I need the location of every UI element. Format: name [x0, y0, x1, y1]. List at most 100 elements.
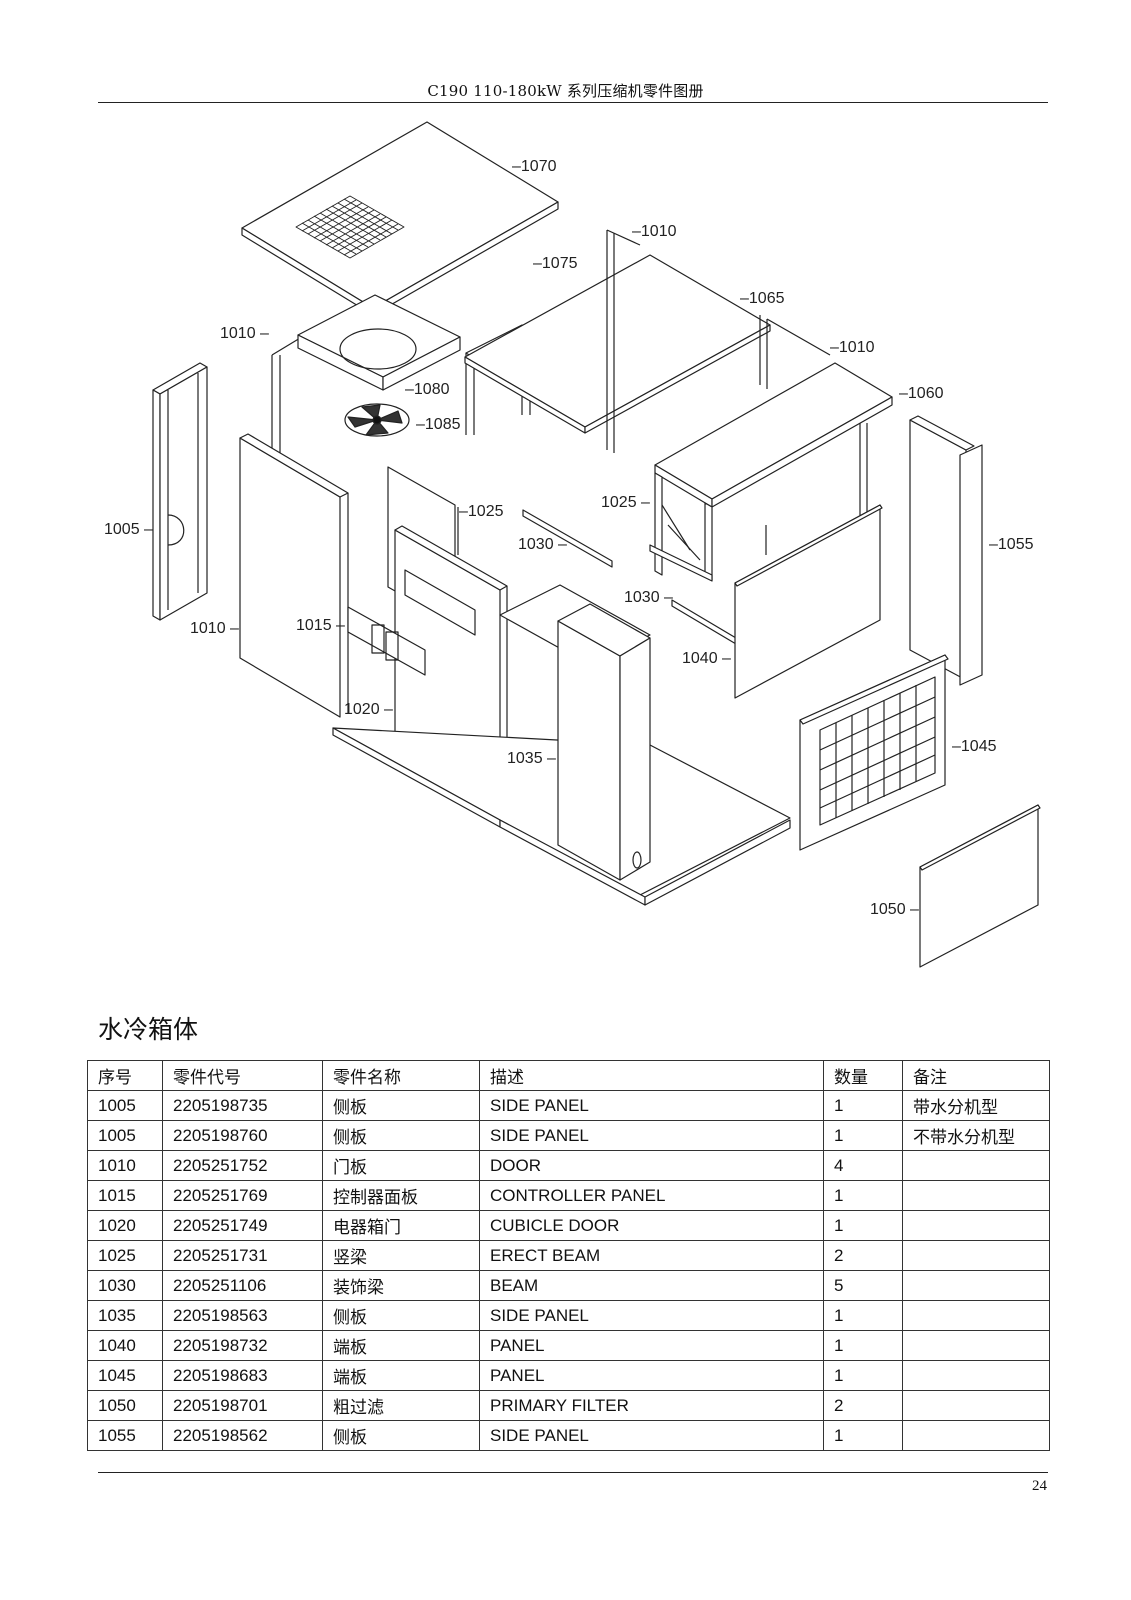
callout-1045: –1045 [952, 738, 997, 755]
left-side-panel [152, 362, 208, 621]
callout-1040: 1040 – [682, 650, 731, 667]
table-row: 1020 2205251749 电器箱门 CUBICLE DOOR 1 [87, 1210, 1050, 1241]
left-door-panel [239, 433, 349, 718]
top-cover-panel [241, 121, 559, 316]
cell-part-name: 侧板 [322, 1300, 480, 1331]
header-part-name: 零件名称 [322, 1060, 480, 1091]
cell-remarks: 带水分机型 [902, 1090, 1050, 1121]
header-remarks: 备注 [902, 1060, 1050, 1091]
callout-1035: 1035 – [507, 750, 556, 767]
rear-frame [606, 229, 868, 563]
header-seq: 序号 [87, 1060, 163, 1091]
cell-description: PANEL [479, 1360, 824, 1391]
cell-part-code: 2205198735 [162, 1090, 323, 1121]
callout-1080: –1080 [405, 381, 450, 398]
cell-remarks [902, 1210, 1050, 1241]
cell-seq: 1050 [87, 1390, 163, 1421]
callout-1025-right: 1025 – [601, 494, 650, 511]
cell-remarks [902, 1150, 1050, 1181]
cell-remarks [902, 1390, 1050, 1421]
right-side-panel [909, 415, 983, 686]
cell-remarks [902, 1270, 1050, 1301]
cell-seq: 1005 [87, 1120, 163, 1151]
document-header-title: C190 110-180kW 系列压缩机零件图册 [427, 82, 704, 100]
cell-seq: 1005 [87, 1090, 163, 1121]
table-header-row: 序号 零件代号 零件名称 描述 数量 备注 [87, 1060, 1050, 1091]
cell-quantity: 1 [823, 1300, 903, 1331]
cell-remarks [902, 1330, 1050, 1361]
cell-remarks [902, 1240, 1050, 1271]
cell-quantity: 1 [823, 1420, 903, 1451]
cell-seq: 1035 [87, 1300, 163, 1331]
cell-description: CONTROLLER PANEL [479, 1180, 824, 1211]
callout-1070: –1070 [512, 158, 557, 175]
cell-part-name: 端板 [322, 1330, 480, 1361]
table-row: 1055 2205198562 侧板 SIDE PANEL 1 [87, 1420, 1050, 1451]
cell-quantity: 1 [823, 1090, 903, 1121]
cell-quantity: 1 [823, 1210, 903, 1241]
table-row: 1015 2205251769 控制器面板 CONTROLLER PANEL 1 [87, 1180, 1050, 1211]
callout-1010-right: –1010 [830, 339, 875, 356]
cell-seq: 1010 [87, 1150, 163, 1181]
callout-1065: –1065 [740, 290, 785, 307]
cell-remarks [902, 1360, 1050, 1391]
cell-description: BEAM [479, 1270, 824, 1301]
callout-1030-left: 1030 – [518, 536, 567, 553]
cell-quantity: 1 [823, 1360, 903, 1391]
cell-part-name: 门板 [322, 1150, 480, 1181]
header-quantity: 数量 [823, 1060, 903, 1091]
cell-seq: 1030 [87, 1270, 163, 1301]
cell-quantity: 1 [823, 1180, 903, 1211]
middle-top-cover [464, 254, 771, 434]
cell-part-code: 2205251752 [162, 1150, 323, 1181]
cell-part-code: 2205251769 [162, 1180, 323, 1211]
cell-part-code: 2205198563 [162, 1300, 323, 1331]
cooling-fan [344, 403, 410, 437]
cell-seq: 1025 [87, 1240, 163, 1271]
footer-rule [98, 1472, 1048, 1473]
cell-part-name: 侧板 [322, 1090, 480, 1121]
header-rule [98, 102, 1048, 103]
callout-labels: –1070 –1075 –1010 –1065 –1010 1010 – –10… [104, 158, 1034, 918]
cell-part-name: 侧板 [322, 1120, 480, 1151]
callout-1025-left: –1025 [459, 503, 504, 520]
header-part-code: 零件代号 [162, 1060, 323, 1091]
section-title: 水冷箱体 [98, 1015, 199, 1044]
callout-1075: –1075 [533, 255, 578, 272]
callout-1060: –1060 [899, 385, 944, 402]
table-row: 1010 2205251752 门板 DOOR 4 [87, 1150, 1050, 1181]
decorative-beam [522, 509, 737, 645]
cell-description: PANEL [479, 1330, 824, 1361]
callout-1010-top: –1010 [632, 223, 677, 240]
cell-description: SIDE PANEL [479, 1420, 824, 1451]
cell-remarks [902, 1420, 1050, 1451]
cell-part-name: 电器箱门 [322, 1210, 480, 1241]
cell-quantity: 1 [823, 1120, 903, 1151]
cell-part-code: 2205251106 [162, 1270, 323, 1301]
cell-quantity: 4 [823, 1150, 903, 1181]
cell-part-code: 2205198683 [162, 1360, 323, 1391]
exploded-assembly-diagram: –1070 –1075 –1010 –1065 –1010 1010 – –10… [104, 121, 1041, 968]
cell-description: PRIMARY FILTER [479, 1390, 824, 1421]
cell-part-code: 2205251731 [162, 1240, 323, 1271]
cell-part-code: 2205198732 [162, 1330, 323, 1361]
cell-seq: 1055 [87, 1420, 163, 1451]
cell-quantity: 2 [823, 1390, 903, 1421]
cell-part-code: 2205198562 [162, 1420, 323, 1451]
table-row: 1045 2205198683 端板 PANEL 1 [87, 1360, 1050, 1391]
cell-part-name: 控制器面板 [322, 1180, 480, 1211]
erect-beam-right [649, 472, 713, 582]
cell-seq: 1015 [87, 1180, 163, 1211]
table-row: 1030 2205251106 装饰梁 BEAM 5 [87, 1270, 1050, 1301]
cell-part-name: 竖梁 [322, 1240, 480, 1271]
side-panel-front [557, 603, 651, 881]
right-top-cover [654, 362, 893, 508]
callout-1055: –1055 [989, 536, 1034, 553]
callout-1010-left: 1010 – [220, 325, 269, 342]
cell-part-name: 装饰梁 [322, 1270, 480, 1301]
table-row: 1005 2205198735 侧板 SIDE PANEL 1 带水分机型 [87, 1090, 1050, 1121]
top-cover-grille [295, 195, 405, 259]
table-row: 1050 2205198701 粗过滤 PRIMARY FILTER 2 [87, 1390, 1050, 1421]
cell-seq: 1020 [87, 1210, 163, 1241]
parts-table: 序号 零件代号 零件名称 描述 数量 备注 1005 2205198735 侧板… [87, 1060, 1050, 1451]
